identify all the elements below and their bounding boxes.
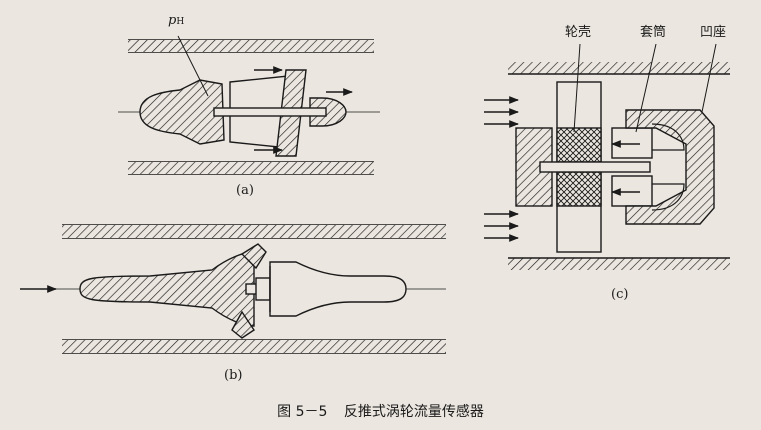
pressure-leader-a xyxy=(177,35,209,97)
pressure-symbol: p xyxy=(168,13,177,28)
housing-c-bottom xyxy=(508,257,730,270)
callout-wheel-hub: 轮壳 xyxy=(565,25,592,40)
leader-recess xyxy=(701,43,717,113)
turbine-blade-b-bottom xyxy=(231,310,255,339)
housing-c-top xyxy=(508,62,730,75)
wheel-hub-c-top xyxy=(556,127,602,163)
recess-cup-c-top xyxy=(651,123,685,151)
pipe-a-top-wall xyxy=(128,39,374,53)
turbine-blade-b-top xyxy=(240,243,267,270)
body-b-downstream xyxy=(269,261,407,317)
shaft-a xyxy=(213,107,327,117)
bearing-b xyxy=(255,277,271,301)
pressure-subscript: H xyxy=(176,17,185,27)
pipe-b-top-wall xyxy=(62,224,446,239)
pipe-a-bottom-wall xyxy=(128,161,374,175)
sleeve-c-top xyxy=(611,127,653,159)
leader-sleeve xyxy=(635,43,657,133)
wheel-hub-c-bottom xyxy=(556,171,602,207)
panel-c xyxy=(484,43,730,270)
hub-a-upstream xyxy=(139,79,225,145)
pressure-label-a: pH xyxy=(168,14,184,27)
panel-b xyxy=(20,224,446,354)
panel-a-label: (a) xyxy=(236,183,254,198)
shaft-c xyxy=(539,161,651,173)
panel-a xyxy=(118,35,380,175)
callout-sleeve: 套筒 xyxy=(640,25,667,40)
figure-title: 反推式涡轮流量传感器 xyxy=(343,404,484,420)
leader-wheel xyxy=(573,43,581,133)
body-b-upstream xyxy=(79,251,255,327)
callout-recess-seat: 凹座 xyxy=(700,25,727,40)
figure-caption: 图 5－5 反推式涡轮流量传感器 xyxy=(0,401,761,421)
panel-c-label: (c) xyxy=(611,287,629,302)
recess-cup-c-bottom xyxy=(651,183,685,211)
sleeve-c-bottom xyxy=(611,175,653,207)
end-cap-a xyxy=(309,97,347,127)
figure-number: 图 5－5 xyxy=(277,404,328,420)
recess-seat-c xyxy=(625,109,715,225)
panel-b-label: (b) xyxy=(224,368,243,383)
pipe-b-bottom-wall xyxy=(62,339,446,354)
